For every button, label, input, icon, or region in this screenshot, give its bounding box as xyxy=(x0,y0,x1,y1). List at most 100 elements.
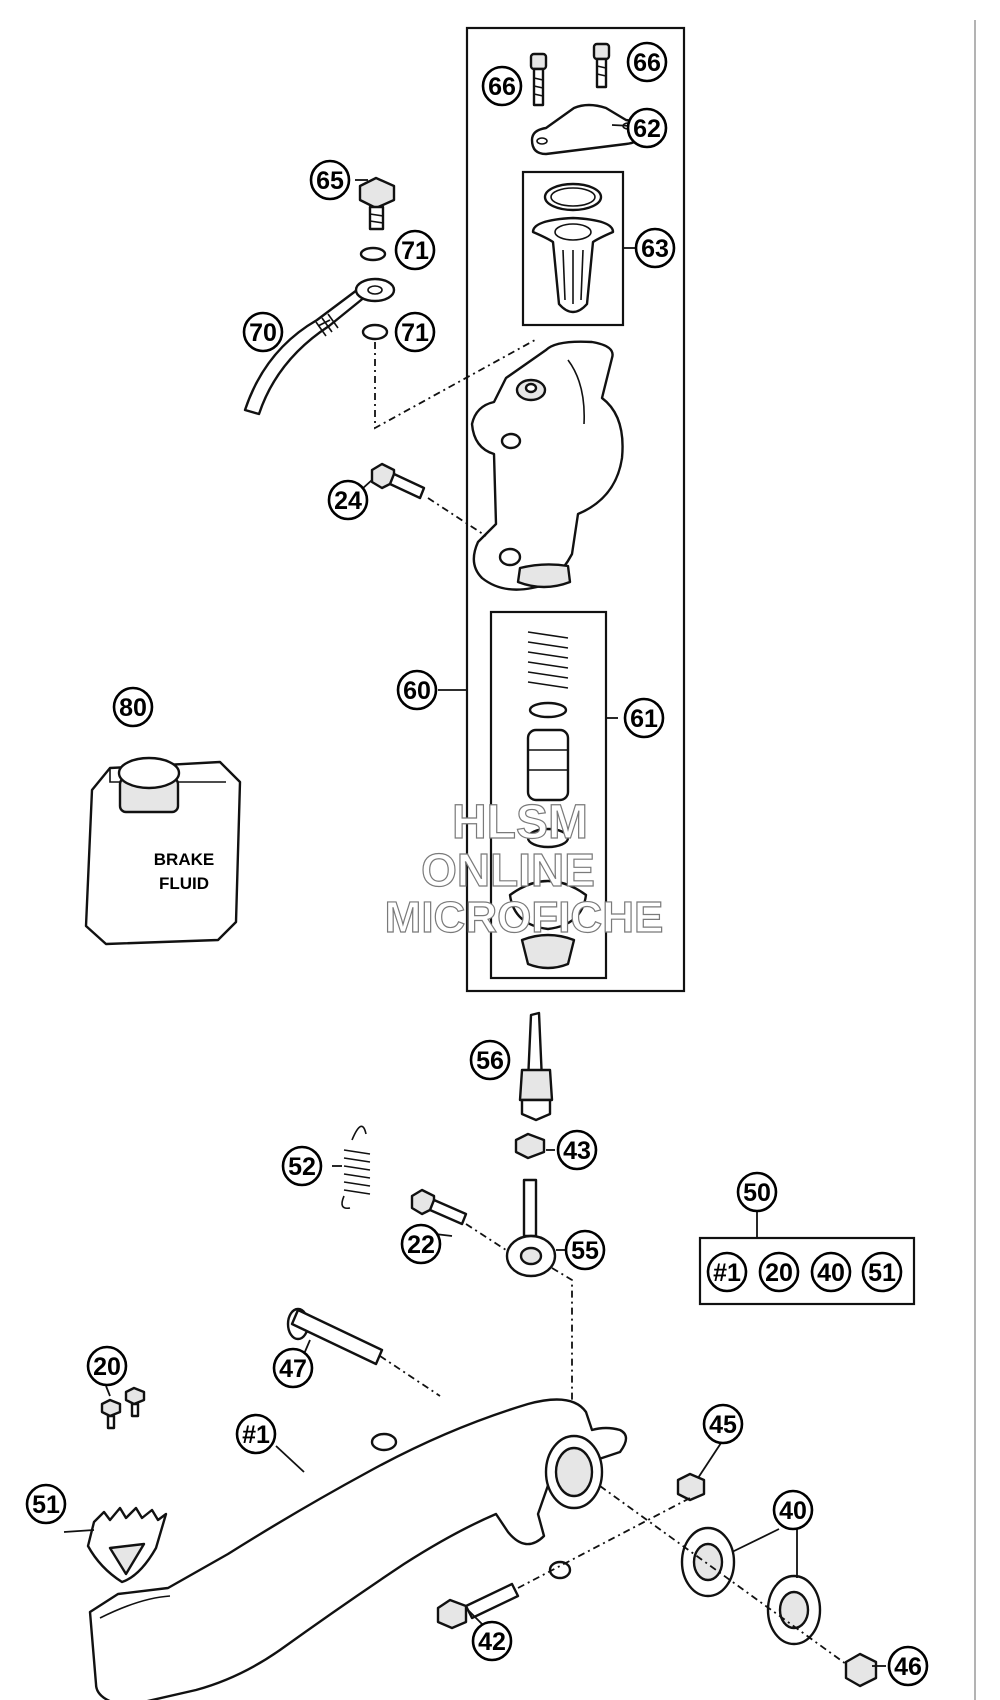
brake-hose-70 xyxy=(243,277,396,416)
callout-52: 52 xyxy=(281,1145,323,1187)
reservoir-cap-62 xyxy=(530,103,644,156)
callout-label: 62 xyxy=(633,115,661,143)
callout-label: 63 xyxy=(641,235,669,263)
callout-label: 46 xyxy=(894,1653,922,1681)
callout-label: 70 xyxy=(249,319,277,347)
brake-pedal-1 xyxy=(88,1398,628,1700)
bearings-40 xyxy=(680,1526,822,1646)
pivot-bolt-47 xyxy=(286,1307,384,1366)
callout-label: 66 xyxy=(633,49,661,77)
callout-47: 47 xyxy=(272,1347,314,1389)
callout-40: 40 xyxy=(772,1489,814,1531)
screw-66-right xyxy=(592,42,611,89)
callout-circle xyxy=(706,1251,748,1293)
callout-label: 43 xyxy=(563,1137,591,1165)
watermark-line2: ONLINE xyxy=(421,844,595,896)
bolt-24 xyxy=(370,462,426,500)
callout-label: 24 xyxy=(334,487,362,515)
watermark-line3: MICROFICHE xyxy=(385,893,664,942)
callout-circle xyxy=(623,697,665,739)
footpeg-51 xyxy=(86,1506,168,1584)
callout-65: 65 xyxy=(309,159,351,201)
callout-62: 62 xyxy=(626,107,668,149)
callout-circle xyxy=(481,65,523,107)
clevis-55 xyxy=(505,1178,557,1278)
callout-circle xyxy=(634,227,676,269)
callout-circle xyxy=(861,1251,903,1293)
screws-20 xyxy=(100,1386,146,1430)
callout-71: 71 xyxy=(394,311,436,353)
callout-43: 43 xyxy=(556,1129,598,1171)
nut-43 xyxy=(514,1132,546,1160)
nut-46 xyxy=(844,1652,878,1688)
callout-circle xyxy=(887,1645,929,1687)
callout-label: 56 xyxy=(476,1047,504,1075)
callout-51: 51 xyxy=(861,1251,903,1293)
kit-contents-box xyxy=(698,1236,916,1306)
callout-label: 40 xyxy=(817,1259,845,1287)
callout-circle xyxy=(242,311,284,353)
bolt-22 xyxy=(410,1188,468,1226)
callout-20: 20 xyxy=(758,1251,800,1293)
callout-70: 70 xyxy=(242,311,284,353)
callout-circle xyxy=(112,686,154,728)
callout-label: 52 xyxy=(288,1153,316,1181)
callout-circle xyxy=(309,159,351,201)
callout-circle xyxy=(626,41,668,83)
callout-circle xyxy=(272,1347,314,1389)
callout-label: 40 xyxy=(779,1497,807,1525)
callout-label: 71 xyxy=(401,237,429,265)
callout-45: 45 xyxy=(702,1403,744,1445)
callout-71: 71 xyxy=(394,229,436,271)
callout-label: 20 xyxy=(93,1353,121,1381)
callout-circle xyxy=(394,311,436,353)
callout-40: 40 xyxy=(810,1251,852,1293)
clevis-line xyxy=(551,1267,573,1426)
callout-61: 61 xyxy=(623,697,665,739)
callout-42: 42 xyxy=(471,1620,513,1662)
can-label-line1: BRAKE xyxy=(154,850,214,869)
callout-circle xyxy=(25,1483,67,1525)
callout-label: 80 xyxy=(119,694,147,722)
callout-label: 61 xyxy=(630,705,658,733)
callout-label: #1 xyxy=(713,1259,741,1287)
bolt-42-line xyxy=(517,1497,691,1589)
callout-20: 20 xyxy=(86,1345,128,1387)
bolt-42 xyxy=(436,1582,520,1630)
callout-circle xyxy=(702,1403,744,1445)
callout-55: 55 xyxy=(564,1229,606,1271)
callout-hash1: #1 xyxy=(706,1251,748,1293)
spring-52 xyxy=(341,1125,371,1210)
repair-kit-box xyxy=(489,610,608,980)
callout-circle xyxy=(736,1171,778,1213)
callout-24: 24 xyxy=(327,479,369,521)
callout-circle xyxy=(556,1129,598,1171)
callout-22: 22 xyxy=(400,1223,442,1265)
callout-circle xyxy=(327,479,369,521)
repair-kit-61 xyxy=(508,631,588,970)
callout-circle xyxy=(758,1251,800,1293)
callout-label: 47 xyxy=(279,1355,307,1383)
callout-label: 20 xyxy=(765,1259,793,1287)
callout-label: #1 xyxy=(242,1421,270,1449)
callout-circle xyxy=(810,1251,852,1293)
callout-circle xyxy=(394,229,436,271)
callout-circle xyxy=(400,1223,442,1265)
pushrod-56 xyxy=(518,1011,554,1122)
can-label-line2: FLUID xyxy=(159,874,209,893)
callout-label: 51 xyxy=(32,1491,60,1519)
callout-label: 45 xyxy=(709,1411,737,1439)
callout-circle xyxy=(626,107,668,149)
callout-circle xyxy=(86,1345,128,1387)
master-cylinder-assembly-box xyxy=(465,26,686,993)
pivot-bolt-line xyxy=(379,1355,441,1397)
callout-50: 50 xyxy=(736,1171,778,1213)
callout-circle xyxy=(772,1489,814,1531)
callout-60: 60 xyxy=(396,669,438,711)
banjo-bolt-65 xyxy=(358,176,396,231)
callout-56: 56 xyxy=(469,1039,511,1081)
callout-46: 46 xyxy=(887,1645,929,1687)
callout-circle xyxy=(281,1145,323,1187)
watermark: HLSM ONLINE MICROFICHE xyxy=(384,795,664,942)
